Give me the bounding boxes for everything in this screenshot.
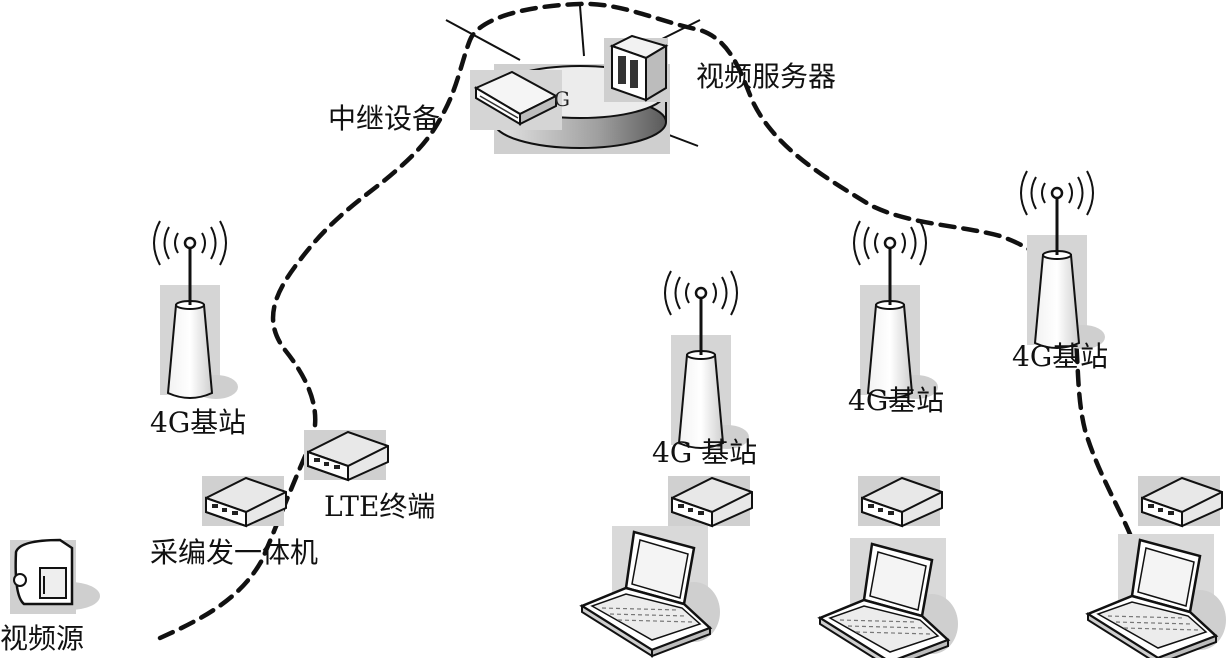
terminal-right-icon	[1137, 475, 1223, 527]
lte-terminal-label: LTE终端	[324, 490, 435, 523]
laptop-mid2-icon	[818, 536, 960, 658]
video-source-label: 视频源	[0, 622, 84, 655]
base-station-left-label: 4G基站	[150, 406, 246, 439]
laptop-right-icon	[1086, 532, 1228, 658]
relay-device-icon: G	[470, 70, 570, 130]
encoder-label: 采编发一体机	[150, 536, 318, 569]
video-camera-icon	[10, 538, 100, 614]
laptop-mid-icon	[580, 524, 722, 658]
base-station-mid-icon	[663, 269, 751, 451]
base-station-right-icon	[1019, 169, 1107, 351]
base-station-mid2-icon	[852, 219, 940, 401]
server-label: 视频服务器	[696, 60, 836, 93]
base-station-mid-label: 4G 基站	[652, 436, 757, 469]
relay-label: 中继设备	[328, 102, 440, 135]
encoder-box-icon	[201, 475, 287, 527]
base-station-left-icon	[152, 219, 240, 401]
base-station-right-label: 4G基站	[1012, 340, 1108, 373]
lte-terminal-icon	[303, 429, 389, 481]
server-tower-icon	[604, 34, 669, 102]
terminal-mid2-icon	[857, 475, 943, 527]
svg-text:G: G	[554, 87, 570, 111]
base-station-mid2-label: 4G基站	[848, 384, 944, 417]
terminal-mid-icon	[667, 475, 753, 527]
